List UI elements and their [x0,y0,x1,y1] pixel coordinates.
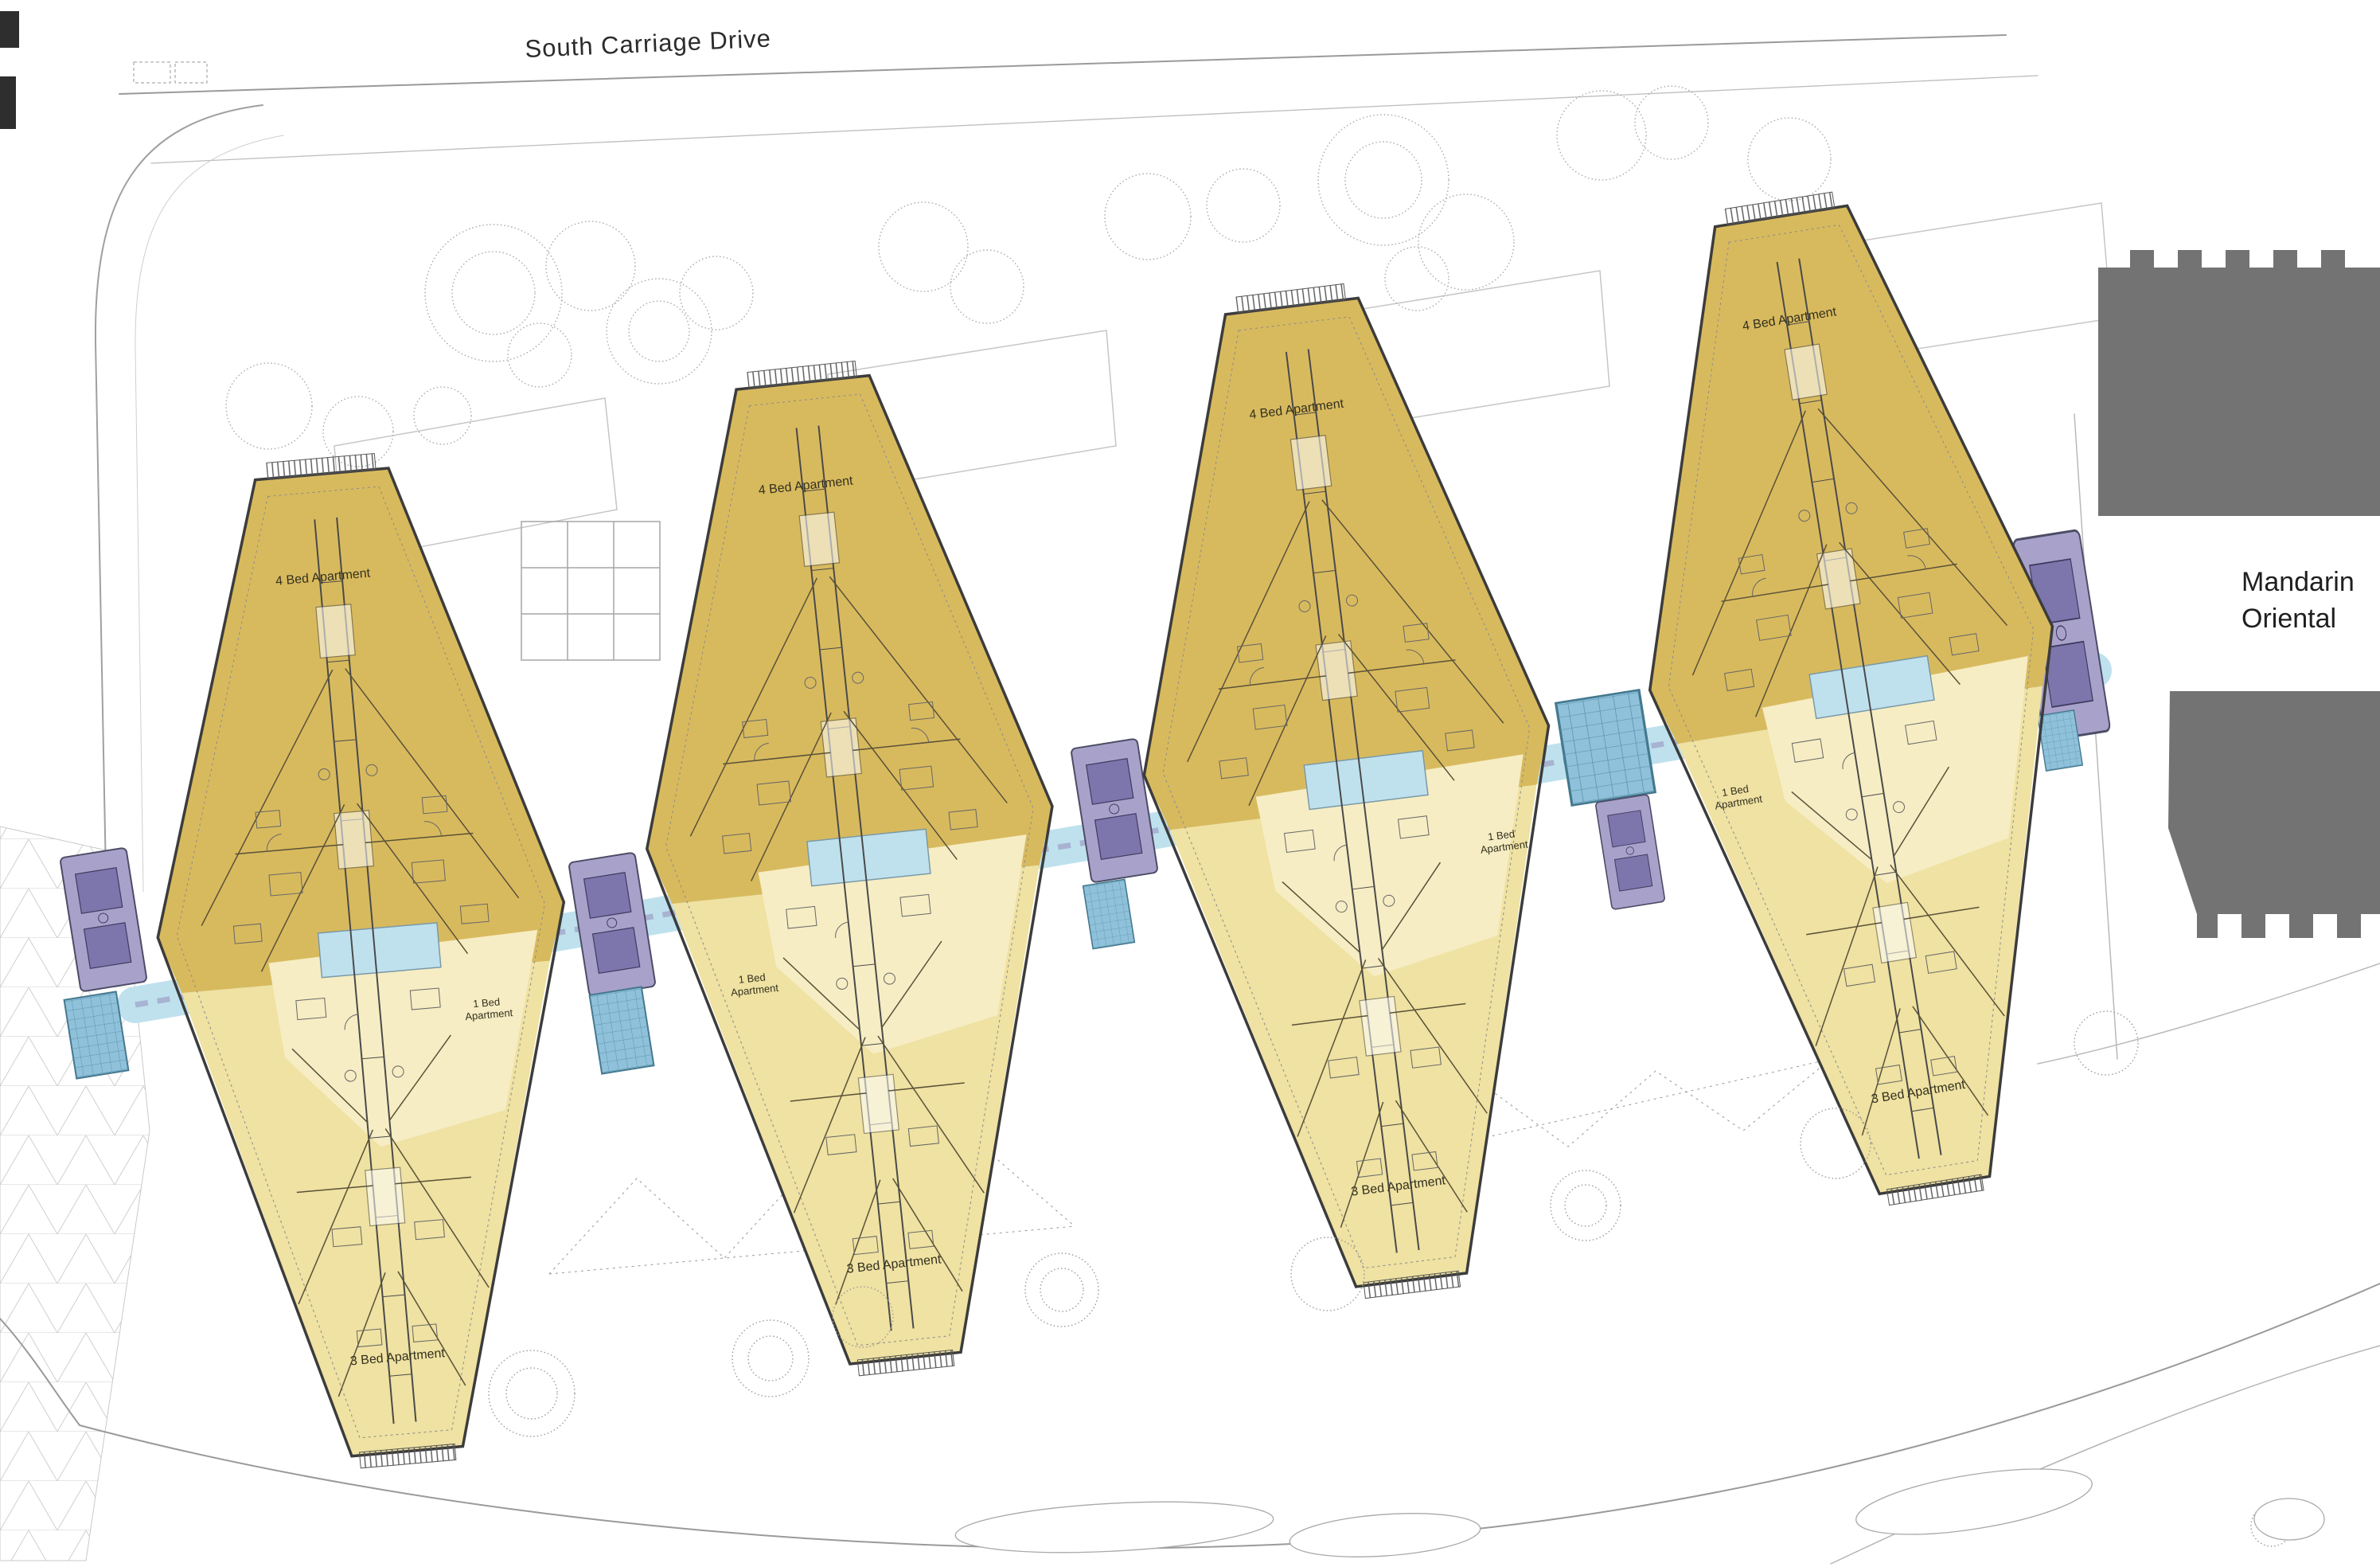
label-mandarin-line1: Mandarin [2241,567,2355,597]
building-pavilion-4: 4 Bed Apartment 1 Bed Apartment 3 Bed Ap… [1575,167,2140,1232]
label-1bed-pavilion-1: 1 Bed Apartment [463,995,513,1022]
label-mandarin-line2: Oriental [2241,604,2336,634]
mandarin-lower-mass [2168,691,2380,938]
label-1bed-pavilion-3: 1 Bed Apartment [1478,826,1529,856]
margin-marks [0,11,208,129]
landscape-islands [954,1468,2325,1557]
mandarin-upper-mass [2098,250,2380,516]
trees-lower [488,1010,2293,1547]
mandarin-oriental-building: Mandarin Oriental [2098,250,2380,938]
building-pavilion-1: 4 Bed Apartment 1 Bed Apartment 3 Bed Ap… [115,439,613,1483]
building-pavilion-3: 4 Bed Apartment 1 Bed Apartment 3 Bed Ap… [1086,264,1617,1319]
building-pavilion-2: 4 Bed Apartment 1 Bed Apartment 3 Bed Ap… [597,343,1111,1394]
trees-upper [225,85,1832,467]
label-1bed-pavilion-2: 1 Bed Apartment [729,970,779,998]
